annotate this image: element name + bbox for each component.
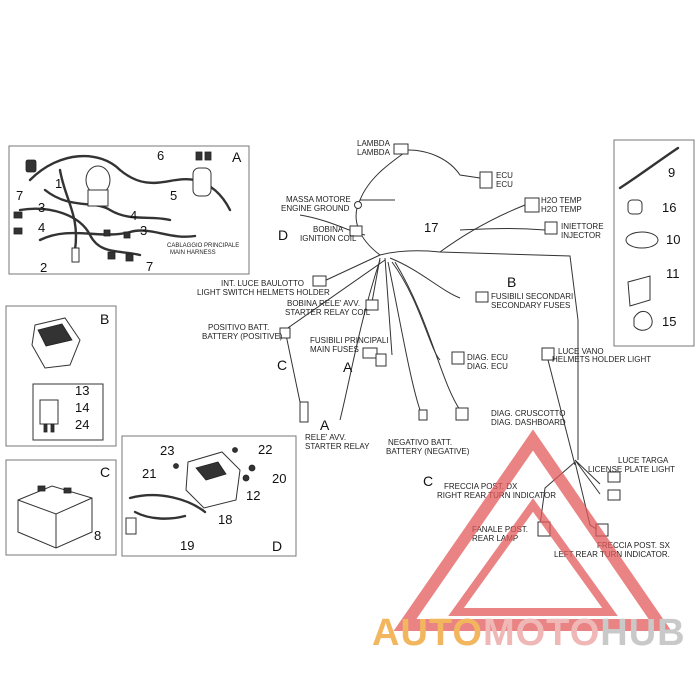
label-rele-coil-2: STARTER RELAY COIL <box>285 308 371 317</box>
panel-c-letter: C <box>100 464 110 480</box>
watermark-part-1: AUTO <box>372 612 483 654</box>
main-letter-a1: A <box>343 359 353 375</box>
main-letter-a2: A <box>320 417 330 433</box>
main-letter-d: D <box>278 227 288 243</box>
callout-1: 1 <box>55 176 62 191</box>
label-bobina-2: IGNITION COIL <box>300 234 357 243</box>
label-h2o-1: H2O TEMP <box>541 196 582 205</box>
label-h2o-2: H2O TEMP <box>541 205 582 214</box>
label-diag-ecu-2: DIAG. ECU <box>467 362 508 371</box>
callout-20: 20 <box>272 471 286 486</box>
watermark-logo: AUTOMOTOHUB <box>372 612 686 655</box>
callout-6: 6 <box>157 148 164 163</box>
label-pos-batt-1: POSITIVO BATT. <box>208 323 269 332</box>
label-massa-2: ENGINE GROUND <box>281 204 350 213</box>
callout-16: 15 <box>662 314 676 329</box>
callout-15: 11 <box>666 266 680 281</box>
label-diag-ecu-1: DIAG. ECU <box>467 353 508 362</box>
label-neg-batt-2: BATTERY (NEGATIVE) <box>386 447 470 456</box>
panel-a-caption-1: CABLAGGIO PRINCIPALE <box>167 243 239 249</box>
callout-22: 23 <box>160 443 174 458</box>
label-rele-avv-1: RELE' AVV. <box>305 433 346 442</box>
watermark-part-3: HUB <box>600 612 686 654</box>
label-diag-cru-1: DIAG. CRUSCOTTO <box>491 409 566 418</box>
label-rele-coil-1: BOBINA RELE' AVV. <box>287 299 360 308</box>
callout-2: 2 <box>40 260 47 275</box>
label-fus-sec-1: FUSIBILI SECONDARI <box>491 292 573 301</box>
label-bobina-1: BOBINA <box>313 225 344 234</box>
label-lambda-1: LAMBDA <box>357 139 391 148</box>
panel-right-lights: 9 16 10 11 15 <box>613 139 695 347</box>
callout-14: 14 <box>75 400 89 415</box>
panel-a-main-harness: A 1 2 3 3 4 4 5 6 7 7 CABLAGGIO PRINCIPA… <box>8 145 250 275</box>
label-luce-vano-1: LUCE VANO <box>558 347 604 356</box>
label-targa-2: LICENSE PLATE LIGHT <box>588 465 675 474</box>
watermark-part-2: MOTO <box>482 612 601 654</box>
panel-d-starter-relay: D 23 22 21 20 12 18 19 <box>121 435 297 557</box>
label-targa-1: LUCE TARGA <box>618 456 669 465</box>
callout-8: 8 <box>94 528 101 543</box>
callout-9: 9 <box>668 165 675 180</box>
harness-number-17: 17 <box>424 220 438 235</box>
label-fus-pri-1: FUSIBILI PRINCIPALI <box>310 336 389 345</box>
watermark-triangle <box>393 429 672 631</box>
label-rele-avv-2: STARTER RELAY <box>305 442 370 451</box>
callout-4b: 4 <box>130 208 137 223</box>
callout-13: 13 <box>75 383 89 398</box>
label-lambda-2: LAMBDA <box>357 148 391 157</box>
label-freccia-dx-1: FRECCIA POST. DX <box>444 482 518 491</box>
callout-7b: 7 <box>146 259 153 274</box>
callout-3b: 3 <box>140 223 147 238</box>
main-letter-c2: C <box>423 473 433 489</box>
label-freccia-sx-1: FRECCIA POST. SX <box>597 541 671 550</box>
label-iniettore-1: INIETTORE <box>561 222 604 231</box>
callout-5: 5 <box>170 188 177 203</box>
callout-12: 12 <box>246 488 260 503</box>
panel-d-letter: D <box>272 538 282 554</box>
callout-10: 10 <box>666 232 680 247</box>
label-pos-batt-2: BATTERY (POSITIVE) <box>202 332 283 341</box>
label-fanale-2: REAR LAMP <box>472 534 518 543</box>
label-fus-sec-2: SECONDARY FUSES <box>491 301 570 310</box>
callout-19: 19 <box>180 538 194 553</box>
label-diag-cru-2: DIAG. DASHBOARD <box>491 418 566 427</box>
label-ecu-2: ECU <box>496 180 513 189</box>
panel-a-letter: A <box>232 149 242 165</box>
callout-7a: 7 <box>16 188 23 203</box>
label-neg-batt-1: NEGATIVO BATT. <box>388 438 452 447</box>
label-fanale-1: FANALE POST. <box>472 525 528 534</box>
panel-a-caption-2: MAIN HARNESS <box>170 250 216 256</box>
label-ecu-1: ECU <box>496 171 513 180</box>
callout-11: 16 <box>662 200 676 215</box>
panel-b-letter: B <box>100 311 109 327</box>
label-fus-pri-2: MAIN FUSES <box>310 345 359 354</box>
label-massa-1: MASSA MOTORE <box>286 195 351 204</box>
main-letter-c1: C <box>277 357 287 373</box>
callout-21: 21 <box>142 466 156 481</box>
callout-4a: 4 <box>38 220 45 235</box>
label-baulotto-2: LIGHT SWITCH HELMETS HOLDER <box>197 288 330 297</box>
main-letter-b: B <box>507 274 516 290</box>
callout-23: 22 <box>258 442 272 457</box>
label-baulotto-1: INT. LUCE BAULOTTO <box>221 279 304 288</box>
callout-18: 18 <box>218 512 232 527</box>
label-luce-vano-2: HELMETS HOLDER LIGHT <box>552 355 651 364</box>
panel-b-fuses: B 13 14 24 <box>5 305 117 447</box>
panel-c-battery: C 8 <box>5 459 117 556</box>
callout-3a: 3 <box>38 200 45 215</box>
callout-24: 24 <box>75 417 89 432</box>
label-iniettore-2: INJECTOR <box>561 231 601 240</box>
